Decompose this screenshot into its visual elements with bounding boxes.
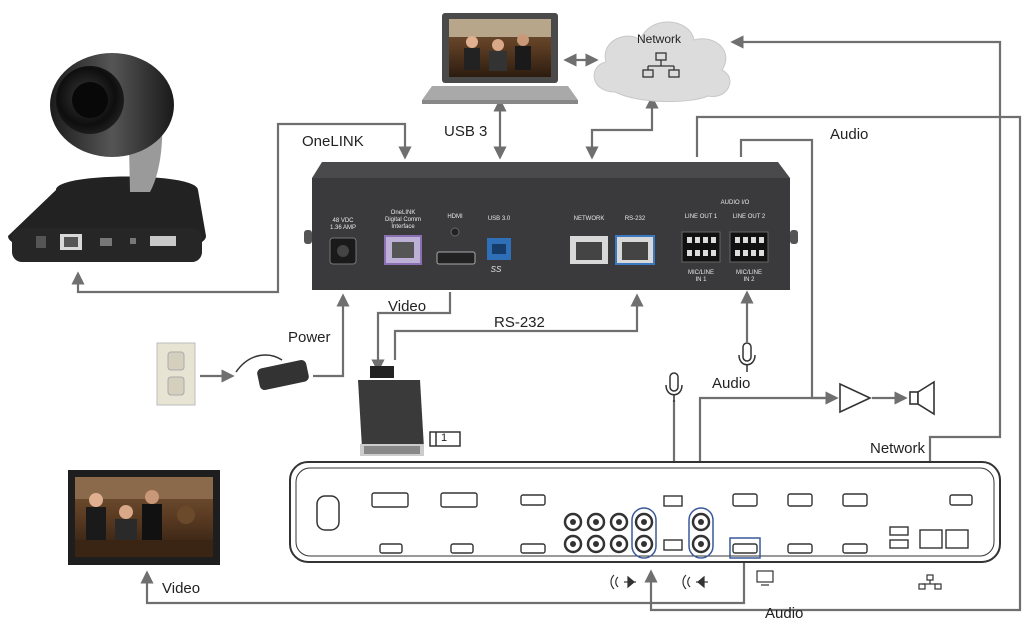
video-bottom-link xyxy=(140,548,746,605)
power-label: Power xyxy=(288,329,331,346)
bridge-hdmi-port xyxy=(436,251,476,265)
bridge-network-link xyxy=(585,95,659,160)
speaker-icon xyxy=(909,380,935,416)
monitor-port-number: 1 xyxy=(441,432,448,444)
monitor-port-icon xyxy=(429,431,461,447)
power-supply-icon xyxy=(235,354,309,391)
bridge-audio-io-label: AUDIO I/O xyxy=(720,200,750,206)
bridge-mic-line-2-label: MIC/LINE IN 2 xyxy=(735,270,762,283)
network-cloud-icon xyxy=(593,21,731,103)
microphone-icon-mid xyxy=(738,342,756,372)
wall-outlet-icon xyxy=(156,342,196,406)
display-monitor-icon xyxy=(68,470,220,565)
power-link xyxy=(313,293,350,378)
bridge-hdmi-label: HDMI xyxy=(447,214,463,220)
usb3-label: USB 3 xyxy=(444,123,488,140)
laptop-icon xyxy=(422,13,578,104)
audio-bottom-label: Audio xyxy=(765,605,804,622)
rs232-link xyxy=(393,293,644,360)
onelink-link xyxy=(71,122,412,294)
bridge-power-label: 48 VDC 1.36 AMP xyxy=(329,218,356,231)
network-right-label: Network xyxy=(870,440,926,457)
video-codec-panel xyxy=(289,461,1001,563)
display-symbol-icon xyxy=(756,570,774,586)
network-cloud-label: Network xyxy=(637,32,682,46)
onelink-label: OneLINK xyxy=(302,133,364,150)
onelink-bridge-device xyxy=(304,162,798,290)
bridge-mic-line-1-label: MIC/LINE IN 1 xyxy=(687,270,714,283)
bridge-line-out-1-label: LINE OUT 1 xyxy=(684,214,718,220)
network-port-symbol-icon xyxy=(918,574,942,590)
audio-out-symbol-icon xyxy=(610,574,636,590)
bridge-usb-label: USB 3.0 xyxy=(487,216,511,222)
bridge-network-label: NETWORK xyxy=(573,216,605,222)
video-mid-label: Video xyxy=(388,298,427,315)
microphone-icon-right xyxy=(665,372,683,402)
audio-top-label: Audio xyxy=(830,126,869,143)
audio-in-symbol-icon xyxy=(682,574,708,590)
bridge-line-out-2-label: LINE OUT 2 xyxy=(732,214,766,220)
video-link xyxy=(371,292,452,373)
bridge-audio-io-2 xyxy=(729,231,769,263)
bridge-audio-io-1 xyxy=(681,231,721,263)
ptz-camera-icon xyxy=(8,53,206,262)
bridge-onelink-label: OneLINK Digital Comm Interface xyxy=(384,210,421,230)
rs232-label: RS-232 xyxy=(494,314,545,331)
audio-mid-label: Audio xyxy=(712,375,751,392)
connection-lines xyxy=(71,35,1022,612)
bridge-rs232-label: RS-232 xyxy=(624,216,646,222)
bridge-usb-logo: SS xyxy=(490,265,502,274)
amplifier-icon xyxy=(839,382,872,414)
network-symbol-icon xyxy=(642,52,680,78)
video-bottom-label: Video xyxy=(162,580,201,597)
dvi-adapter-icon xyxy=(358,366,424,456)
